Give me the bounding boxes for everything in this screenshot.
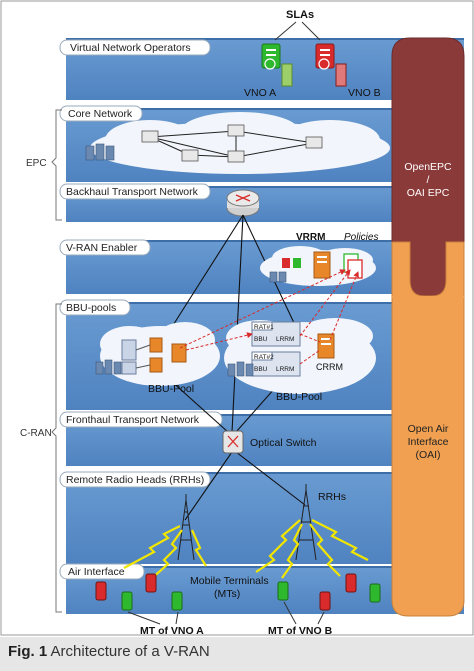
layer-label-air: Air Interface: [68, 566, 125, 578]
lrrm-label-1: LRRM: [276, 336, 294, 343]
cran-bracket: [51, 303, 62, 613]
phone-icon: [369, 583, 381, 603]
vno-a-icon: [261, 43, 293, 87]
figure-caption: Fig. 1 Architecture of a V-RAN: [0, 637, 474, 671]
rrhs-label: RRHs: [318, 491, 346, 503]
layer-label-bbu: BBU-pools: [66, 302, 116, 314]
radio-links: [123, 519, 369, 581]
phone-icon: [319, 591, 331, 611]
vrrm-label: VRRM: [296, 232, 325, 243]
rat2-label: RAT#2: [254, 354, 274, 361]
switch-icon: [227, 150, 245, 163]
optical-switch-icon: [222, 430, 244, 454]
openepc-label-2: /: [427, 174, 430, 186]
policies-label: Policies: [344, 232, 378, 243]
vrrm-server-icon: [313, 251, 331, 279]
phone-icon: [121, 591, 133, 611]
openepc-label-1: OpenEPC: [404, 161, 452, 173]
figure-number: Fig. 1: [8, 643, 48, 660]
layer-label-rrh: Remote Radio Heads (RRHs): [66, 474, 204, 486]
rrh-tower-left-icon: [177, 494, 195, 561]
sla-mini-icons: [282, 258, 301, 268]
slas-label: SLAs: [286, 9, 314, 21]
layer-label-core: Core Network: [68, 108, 133, 120]
server-stack-icon: [227, 361, 254, 377]
epc-label: EPC: [26, 158, 47, 169]
rat1-label: RAT#1: [254, 324, 274, 331]
control-links: [179, 269, 359, 365]
layer-label-vran: V-RAN Enabler: [66, 242, 138, 254]
cran-label: C-RAN: [20, 428, 52, 439]
vno-b-label: VNO B: [348, 87, 381, 99]
layer-label-backhaul: Backhaul Transport Network: [66, 186, 199, 198]
vno-a-label: VNO A: [244, 87, 276, 99]
bbu-server-icons-left: [121, 337, 187, 375]
server-stack-icon: [95, 359, 122, 375]
vno-b-icon: [315, 43, 347, 87]
oai-label-2: Interface: [408, 436, 449, 448]
bbu-label-1: BBU: [254, 336, 268, 343]
layer-label-fronthaul: Fronthaul Transport Network: [66, 414, 200, 426]
oai-label-3: (OAI): [415, 449, 440, 461]
phone-icon: [277, 581, 289, 601]
switch-icon: [141, 130, 159, 143]
crrm-label: CRRM: [316, 362, 343, 372]
mobile-terminals: [95, 573, 381, 611]
oai-label-1: Open Air: [408, 423, 449, 435]
switch-icon: [181, 149, 199, 162]
figure-caption-text: Architecture of a V-RAN: [50, 643, 210, 660]
bbu-label-2: BBU: [254, 366, 268, 373]
mt-vno-a-label: MT of VNO A: [140, 625, 204, 637]
mobile-terminals-label-1: Mobile Terminals: [190, 575, 269, 587]
transport-links: [169, 214, 306, 521]
lrrm-label-2: LRRM: [276, 366, 294, 373]
vrrm-db-icon: [269, 271, 287, 283]
optical-switch-label: Optical Switch: [250, 437, 317, 449]
phone-icon: [95, 581, 107, 601]
switch-icon: [305, 136, 323, 149]
mt-vno-b-label: MT of VNO B: [268, 625, 333, 637]
phone-icon: [145, 573, 157, 593]
bbu-pool-left-label: BBU-Pool: [148, 383, 194, 395]
rrh-tower-right-icon: [295, 484, 317, 561]
mobile-terminals-label-2: (MTs): [214, 588, 240, 600]
server-stack-icon: [85, 143, 115, 161]
router-icon: [226, 189, 260, 217]
openepc-label-3: OAI EPC: [407, 187, 450, 199]
oai-bar: [391, 241, 465, 617]
phone-icon: [171, 591, 183, 611]
phone-icon: [345, 573, 357, 593]
switch-icon: [227, 124, 245, 137]
bbu-pool-cloud-left: [100, 322, 220, 386]
bbu-pool-right-label: BBU-Pool: [276, 391, 322, 403]
layer-label-vno: Virtual Network Operators: [70, 42, 191, 54]
rat-boxes: RAT#1 BBU LRRM RAT#2 BBU LRRM: [251, 321, 301, 377]
crrm-server-icon: [317, 333, 335, 359]
core-network-cloud: [90, 112, 390, 174]
epc-bracket: [51, 109, 62, 221]
